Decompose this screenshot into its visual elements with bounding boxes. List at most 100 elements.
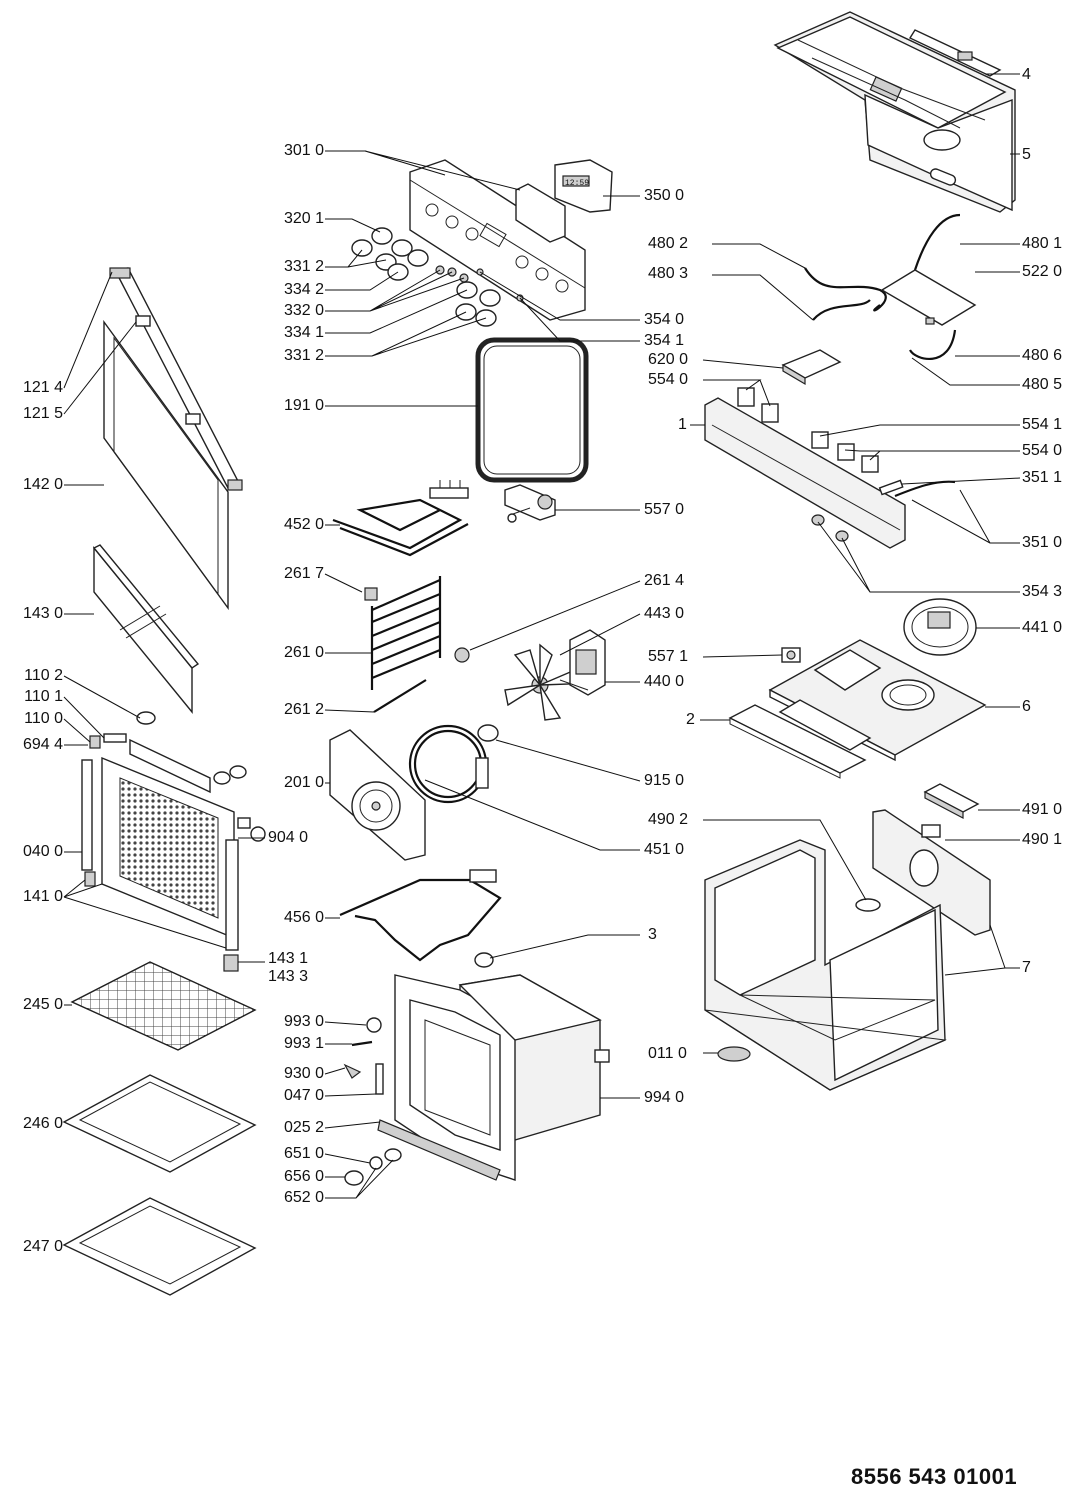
- thermostat: [504, 484, 556, 523]
- control-panel: 12:59: [409, 159, 613, 321]
- callout-5: 5: [1022, 146, 1031, 163]
- fan-housing: [768, 639, 987, 762]
- callout-354-1: 354 1: [644, 332, 685, 349]
- door-seal: [475, 337, 589, 483]
- callout-332-0: 332 0: [283, 302, 324, 319]
- callout-191-0: 191 0: [283, 397, 324, 414]
- callout-441-0: 441 0: [1022, 619, 1063, 636]
- callout-040-0: 040 0: [22, 843, 63, 860]
- back-panel-490: [872, 809, 991, 936]
- callout-351-1: 351 1: [1022, 469, 1063, 486]
- callout-620-0: 620 0: [648, 351, 689, 368]
- callout-350-0: 350 0: [644, 187, 685, 204]
- callout-334-2: 334 2: [283, 281, 324, 298]
- callout-110-2: 110 2: [24, 667, 63, 684]
- callout-011-0: 011 0: [648, 1045, 687, 1062]
- callout-143-0: 143 0: [22, 605, 63, 622]
- callout-557-1: 557 1: [648, 648, 689, 665]
- callout-110-0: 110 0: [24, 710, 63, 727]
- callout-904-0: 904 0: [268, 829, 309, 846]
- document-number: 8556 543 01001: [851, 1464, 1018, 1489]
- fan-blade: [504, 643, 577, 721]
- top-heating-element: [332, 480, 469, 557]
- oven-cavity: [377, 974, 610, 1181]
- callout-480-2: 480 2: [648, 235, 689, 252]
- spacer-bushing: [477, 724, 499, 742]
- callout-320-1: 320 1: [283, 210, 324, 227]
- door-handle: [109, 267, 243, 491]
- callout-261-7: 261 7: [283, 565, 324, 582]
- callout-143-1: 143 1: [268, 950, 309, 967]
- callout-247-0: 247 0: [22, 1238, 63, 1255]
- svg-text:12:59: 12:59: [565, 179, 589, 188]
- callout-915-0: 915 0: [644, 772, 685, 789]
- shelf-support-stud: [454, 647, 470, 663]
- switches: [737, 387, 879, 473]
- callout-261-4: 261 4: [644, 572, 685, 589]
- callout-261-0: 261 0: [283, 644, 324, 661]
- callout-025-2: 025 2: [283, 1119, 324, 1136]
- callout-354-0: 354 0: [644, 311, 685, 328]
- callout-047-0: 047 0: [283, 1087, 324, 1104]
- callout-930-0: 930 0: [283, 1065, 324, 1082]
- vent-strip: [728, 704, 867, 779]
- callout-652-0: 652 0: [283, 1189, 324, 1206]
- callout-245-0: 245 0: [22, 996, 63, 1013]
- control-knobs: [351, 227, 524, 327]
- cooling-fan: [903, 598, 977, 656]
- callout-334-1: 334 1: [283, 324, 324, 341]
- callout-993-1: 993 1: [283, 1035, 324, 1052]
- callout-351-0: 351 0: [1022, 534, 1063, 551]
- callout-994-0: 994 0: [644, 1089, 685, 1106]
- callout-452-0: 452 0: [283, 516, 324, 533]
- callout-480-5: 480 5: [1022, 376, 1063, 393]
- callout-1: 1: [678, 416, 687, 433]
- callout-490-2: 490 2: [648, 811, 689, 828]
- callout-554-0-b: 554 0: [1022, 442, 1063, 459]
- inner-door-glass: [92, 544, 200, 714]
- fan-motor: [559, 629, 606, 696]
- callout-480-1: 480 1: [1022, 235, 1063, 252]
- bottom-element-fixing: [474, 952, 494, 968]
- outer-door-glass: [103, 319, 229, 611]
- callout-143-3: 143 3: [268, 968, 309, 985]
- callout-110-1: 110 1: [24, 688, 63, 705]
- callout-694-4: 694 4: [22, 736, 63, 753]
- callout-480-3: 480 3: [648, 265, 689, 282]
- terminal-block-620: [781, 349, 842, 386]
- baking-tray: [62, 1074, 257, 1173]
- callout-4: 4: [1022, 66, 1031, 83]
- lamp-holders: [811, 479, 956, 542]
- bottom-heating-element: [339, 878, 502, 962]
- callout-6: 6: [1022, 698, 1031, 715]
- callout-443-0: 443 0: [644, 605, 685, 622]
- callout-301-0: 301 0: [283, 142, 324, 159]
- callout-651-0: 651 0: [283, 1145, 324, 1162]
- wire-shelf: [70, 961, 257, 1051]
- callout-3: 3: [648, 926, 657, 943]
- callout-456-0: 456 0: [283, 909, 324, 926]
- callout-331-2-a: 331 2: [283, 258, 324, 275]
- outer-casing: [704, 839, 947, 1091]
- callout-201-0: 201 0: [283, 774, 324, 791]
- shelf-guide-rack: [364, 576, 442, 713]
- callout-451-0: 451 0: [644, 841, 685, 858]
- circular-heating-element: [408, 724, 489, 804]
- callout-354-3: 354 3: [1022, 583, 1063, 600]
- callout-141-0: 141 0: [22, 888, 63, 905]
- callout-142-0: 142 0: [22, 476, 63, 493]
- callout-480-6: 480 6: [1022, 347, 1063, 364]
- callout-121-5: 121 5: [22, 405, 63, 422]
- callout-491-0: 491 0: [1022, 801, 1063, 818]
- thermal-cutout: [781, 647, 801, 663]
- top-cover-plate: [773, 11, 1016, 213]
- callout-554-0-a: 554 0: [648, 371, 689, 388]
- callout-656-0: 656 0: [283, 1168, 324, 1185]
- wiring-harness: [804, 213, 961, 360]
- callout-557-0: 557 0: [644, 501, 685, 518]
- callout-2: 2: [686, 711, 695, 728]
- callout-993-0: 993 0: [283, 1013, 324, 1030]
- callout-261-2: 261 2: [283, 701, 324, 718]
- door-side-profiles: [81, 759, 266, 972]
